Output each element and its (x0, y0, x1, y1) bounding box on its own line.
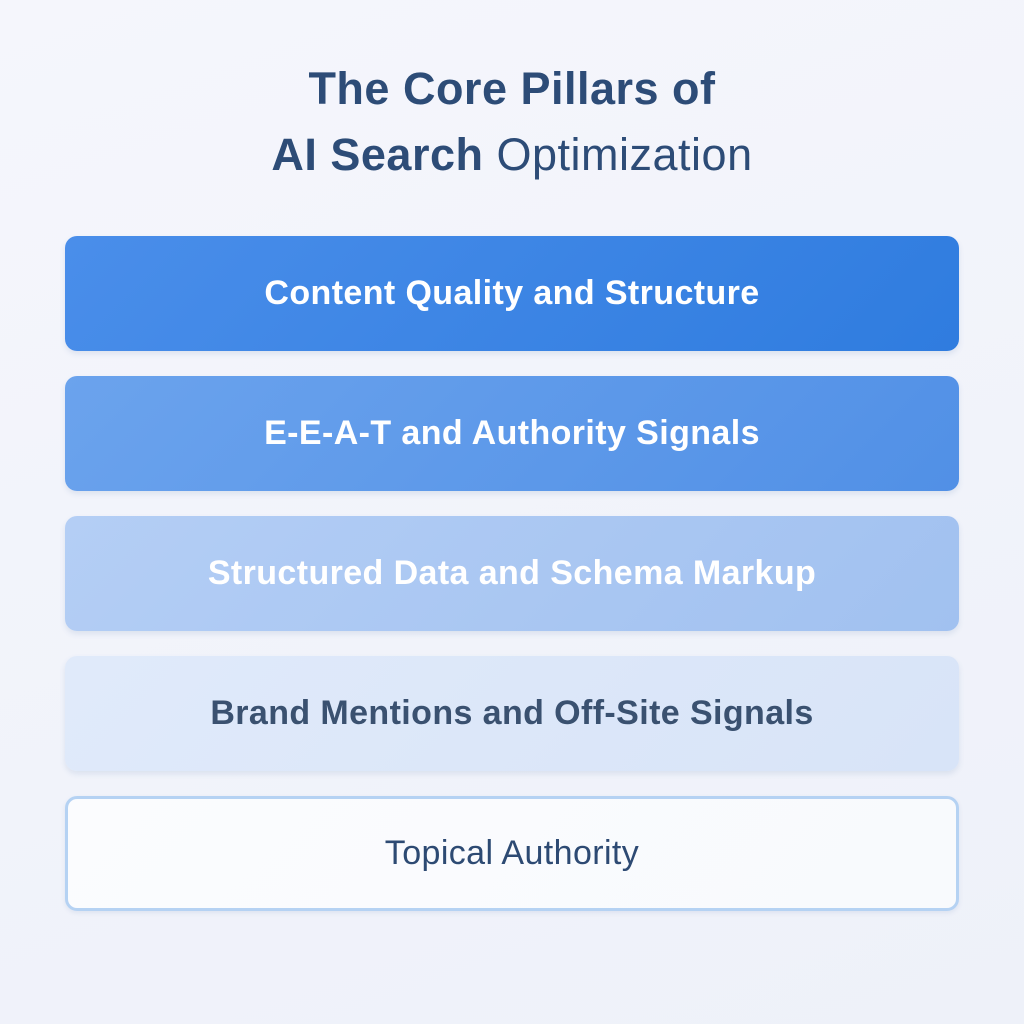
pillar-label: E-E-A-T and Authority Signals (264, 414, 760, 452)
pillar-topical-authority: Topical Authority (65, 796, 959, 911)
page-title: The Core Pillars of AI Search Optimizati… (0, 0, 1024, 188)
pillar-label: Content Quality and Structure (264, 274, 760, 312)
pillar-label: Structured Data and Schema Markup (207, 554, 817, 592)
title-line-2: AI Search Optimization (0, 122, 1024, 188)
title-line-2-bold: AI Search (271, 129, 484, 180)
pillar-content-quality: Content Quality and Structure (65, 236, 959, 351)
title-line-2-regular: Optimization (483, 129, 753, 180)
title-line-1: The Core Pillars of (308, 63, 716, 114)
pillar-eeat-authority: E-E-A-T and Authority Signals (65, 376, 959, 491)
pillar-label: Topical Authority (384, 834, 640, 872)
pillar-structured-data: Structured Data and Schema Markup (65, 516, 959, 631)
pillar-label: Brand Mentions and Off-Site Signals (210, 694, 814, 732)
pillar-stack: Content Quality and Structure E-E-A-T an… (65, 236, 959, 936)
pillar-brand-mentions: Brand Mentions and Off-Site Signals (65, 656, 959, 771)
